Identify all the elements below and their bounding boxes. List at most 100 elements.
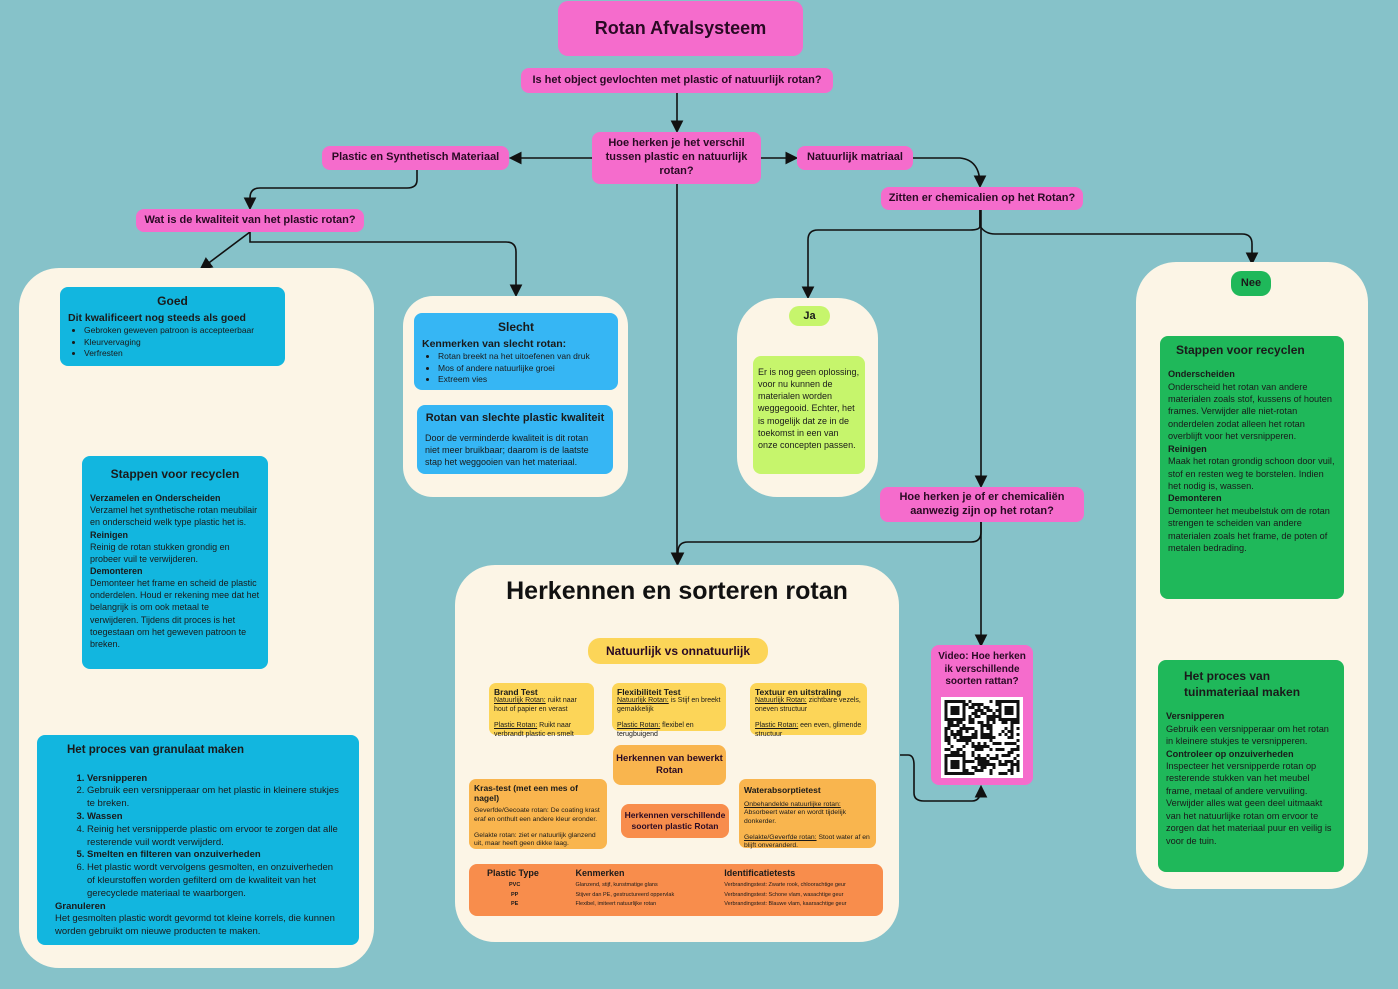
qr-module xyxy=(953,712,957,715)
qr-module xyxy=(974,709,978,712)
qr-module xyxy=(1010,730,1014,733)
qr-module xyxy=(1004,718,1008,721)
qr-module xyxy=(971,733,975,736)
qr-module xyxy=(971,751,975,754)
label: Natuurlijk Rotan: xyxy=(494,697,546,705)
garden-material-process: Het proces van tuinmateriaal maken Versn… xyxy=(1158,660,1344,872)
qr-module xyxy=(980,724,984,727)
qr-module xyxy=(977,769,981,772)
qr-module xyxy=(944,772,948,775)
qr-module xyxy=(953,724,957,727)
qr-module xyxy=(977,709,981,712)
qr-module xyxy=(977,754,981,757)
branch-natural: Natuurlijk matriaal xyxy=(797,146,913,170)
qr-module xyxy=(953,706,957,709)
qr-module xyxy=(944,760,948,763)
qr-module xyxy=(971,718,975,721)
qr-module xyxy=(971,736,975,739)
qr-module xyxy=(953,766,957,769)
goed-title: Goed xyxy=(157,294,188,308)
list-item: Gebroken geweven patroon is accepteerbaa… xyxy=(84,325,277,336)
qr-module xyxy=(980,730,984,733)
qr-module xyxy=(986,715,990,718)
label: Plastic Rotan: xyxy=(617,722,661,730)
test-title: Waterabsorptietest xyxy=(744,785,821,795)
qr-module xyxy=(977,715,981,718)
qr-module xyxy=(1004,763,1008,766)
qr-module xyxy=(989,709,993,712)
qr-module xyxy=(983,763,987,766)
qr-module xyxy=(1004,727,1008,730)
label: Plastic Rotan: xyxy=(494,722,538,730)
qr-module xyxy=(983,766,987,769)
water-test: Waterabsorptietest Onbehandelde natuurli… xyxy=(739,779,876,849)
qr-module xyxy=(980,709,984,712)
qr-module xyxy=(968,721,972,724)
qr-module xyxy=(950,766,954,769)
qr-module xyxy=(977,742,981,745)
qr-module xyxy=(1001,721,1005,724)
qr-module xyxy=(962,751,966,754)
qr-module xyxy=(950,772,954,775)
qr-module xyxy=(1016,748,1020,751)
qr-module xyxy=(974,715,978,718)
qr-module xyxy=(968,760,972,763)
flex-test: Flexibiliteit Test Natuurlijk Rotan: is … xyxy=(612,683,726,738)
qr-module xyxy=(953,736,957,739)
qr-module xyxy=(1016,754,1020,757)
qr-module xyxy=(1007,754,1011,757)
qr-module xyxy=(998,748,1002,751)
qr-module xyxy=(1001,718,1005,721)
qr-module xyxy=(965,727,969,730)
qr-module xyxy=(1004,754,1008,757)
qr-module xyxy=(1016,769,1020,772)
cell: PVC xyxy=(509,882,521,889)
step-text: Verzamel het synthetische rotan meubilai… xyxy=(90,505,258,528)
qr-module xyxy=(971,712,975,715)
text: Gelakte rotan: ziet er natuurlijk glanze… xyxy=(474,831,596,847)
qr-code-icon[interactable] xyxy=(941,697,1023,778)
qr-module xyxy=(950,721,954,724)
step-head: Demonteren xyxy=(90,566,143,577)
qr-module xyxy=(989,700,993,703)
qr-module xyxy=(1007,742,1011,745)
qr-module xyxy=(959,739,963,742)
qr-module xyxy=(953,763,957,766)
qr-module xyxy=(971,766,975,769)
qr-module xyxy=(959,748,963,751)
list-item: Wassen xyxy=(87,811,341,824)
texture-test: Textuur en uitstraling Natuurlijk Rotan:… xyxy=(750,683,867,738)
ja-text: Er is nog geen oplossing, voor nu kunnen… xyxy=(753,356,865,474)
qr-module xyxy=(962,718,966,721)
qr-module xyxy=(998,715,1002,718)
qr-module xyxy=(971,760,975,763)
cell: PP xyxy=(511,891,519,898)
qr-module xyxy=(998,712,1002,715)
qr-module xyxy=(1010,727,1014,730)
qr-module xyxy=(998,760,1002,763)
qr-module xyxy=(980,721,984,724)
cell: Verbrandingstest: Zwarte rook, chloorach… xyxy=(724,882,846,889)
qr-module xyxy=(986,733,990,736)
qr-module xyxy=(950,718,954,721)
qr-module xyxy=(1004,706,1008,709)
qr-module xyxy=(986,706,990,709)
qr-module xyxy=(944,718,948,721)
qr-module xyxy=(953,772,957,775)
qr-module xyxy=(1007,718,1011,721)
list-item: Kleurvervaging xyxy=(84,337,277,348)
qr-module xyxy=(950,754,954,757)
qr-module xyxy=(974,703,978,706)
qr-module xyxy=(1004,760,1008,763)
qr-module xyxy=(977,721,981,724)
qr-module xyxy=(1013,700,1017,703)
qr-module xyxy=(962,700,966,703)
steps-title: Stappen voor recyclen xyxy=(110,467,240,481)
cell: Verbrandingstest: Blauwe vlam, kaarsacht… xyxy=(724,900,847,907)
qr-module xyxy=(965,736,969,739)
text: is Stijf en breekt gemakkelijk xyxy=(617,697,721,713)
qr-module xyxy=(1013,748,1017,751)
qr-module xyxy=(1001,763,1005,766)
qr-module xyxy=(974,757,978,760)
